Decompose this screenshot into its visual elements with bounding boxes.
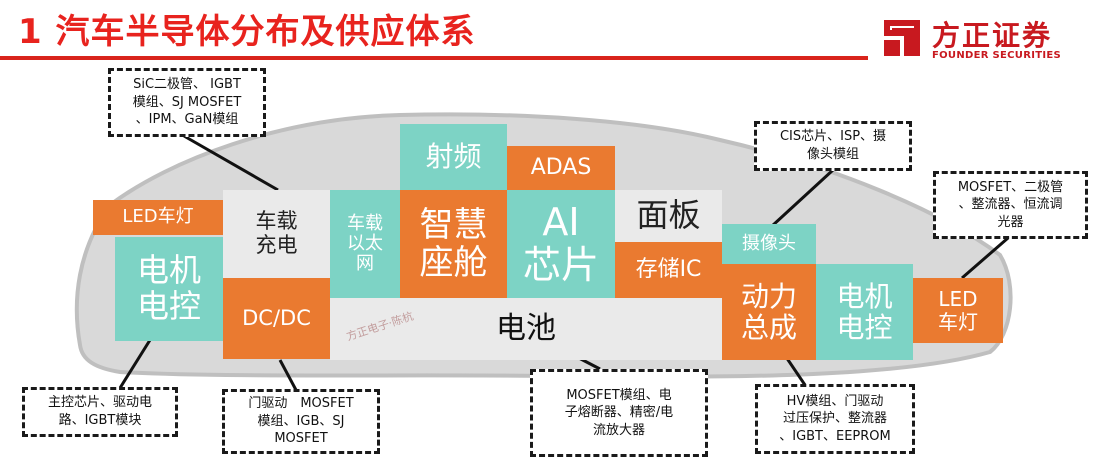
- note-battery-parts: MOSFET模组、电 子熔断器、精密/电 流放大器: [530, 369, 708, 457]
- storage-ic-block: 存储IC: [615, 242, 722, 298]
- note-cis-isp: CIS芯片、ISP、摄 像头模组: [754, 121, 912, 171]
- logo-name-cn: 方正证券: [932, 19, 1053, 52]
- note-hv-module: HV模组、门驱动 过压保护、整流器 、IGBT、EEPROM: [755, 384, 915, 454]
- connector-sic: [183, 134, 279, 192]
- vehicle-ethernet-block: 车载 以太 网: [330, 190, 400, 298]
- note-gate-drive: 门驱动 MOSFET 模组、IGB、SJ MOSFET: [222, 389, 380, 454]
- powertrain-block: 动力 总成: [722, 264, 816, 360]
- page-title: 1 汽车半导体分布及供应体系: [18, 12, 476, 52]
- smart-cockpit-block: 智慧 座舱: [400, 190, 507, 298]
- connector-led: [961, 236, 1009, 280]
- connector-lines: [118, 134, 1009, 391]
- note-main-control: 主控芯片、驱动电 路、IGBT模块: [22, 387, 178, 437]
- title-divider: [0, 56, 868, 60]
- onboard-charging-block: 车载 充电: [223, 190, 330, 278]
- connector-cis: [770, 168, 835, 228]
- dcdc-block: DC/DC: [223, 278, 330, 359]
- ai-chip-block: AI 芯片: [507, 190, 615, 298]
- founder-logo: 方正证券 FOUNDER SECURITIES: [880, 16, 1085, 66]
- adas-block: ADAS: [507, 146, 615, 190]
- motor-control-right-block: 电机 电控: [816, 264, 913, 360]
- logo-name-en: FOUNDER SECURITIES: [932, 50, 1062, 61]
- battery-block: 电池: [330, 298, 722, 360]
- camera-block: 摄像头: [722, 224, 816, 264]
- note-sic-igbt: SiC二极管、 IGBT 模组、SJ MOSFET 、IPM、GaN模组: [108, 68, 266, 137]
- note-mosfet-diode: MOSFET、二极管 、整流器、恒流调 光器: [933, 171, 1088, 239]
- connector-gate: [278, 359, 298, 391]
- motor-control-left-block: 电机 电控: [115, 237, 223, 341]
- led-lamp-left-block: LED车灯: [93, 200, 223, 235]
- led-lamp-right-block: LED 车灯: [913, 278, 1003, 343]
- panel-block: 面板: [615, 190, 722, 242]
- connector-main-ctrl: [118, 339, 152, 389]
- rf-block: 射频: [400, 124, 507, 190]
- founder-logo-icon: [884, 20, 920, 56]
